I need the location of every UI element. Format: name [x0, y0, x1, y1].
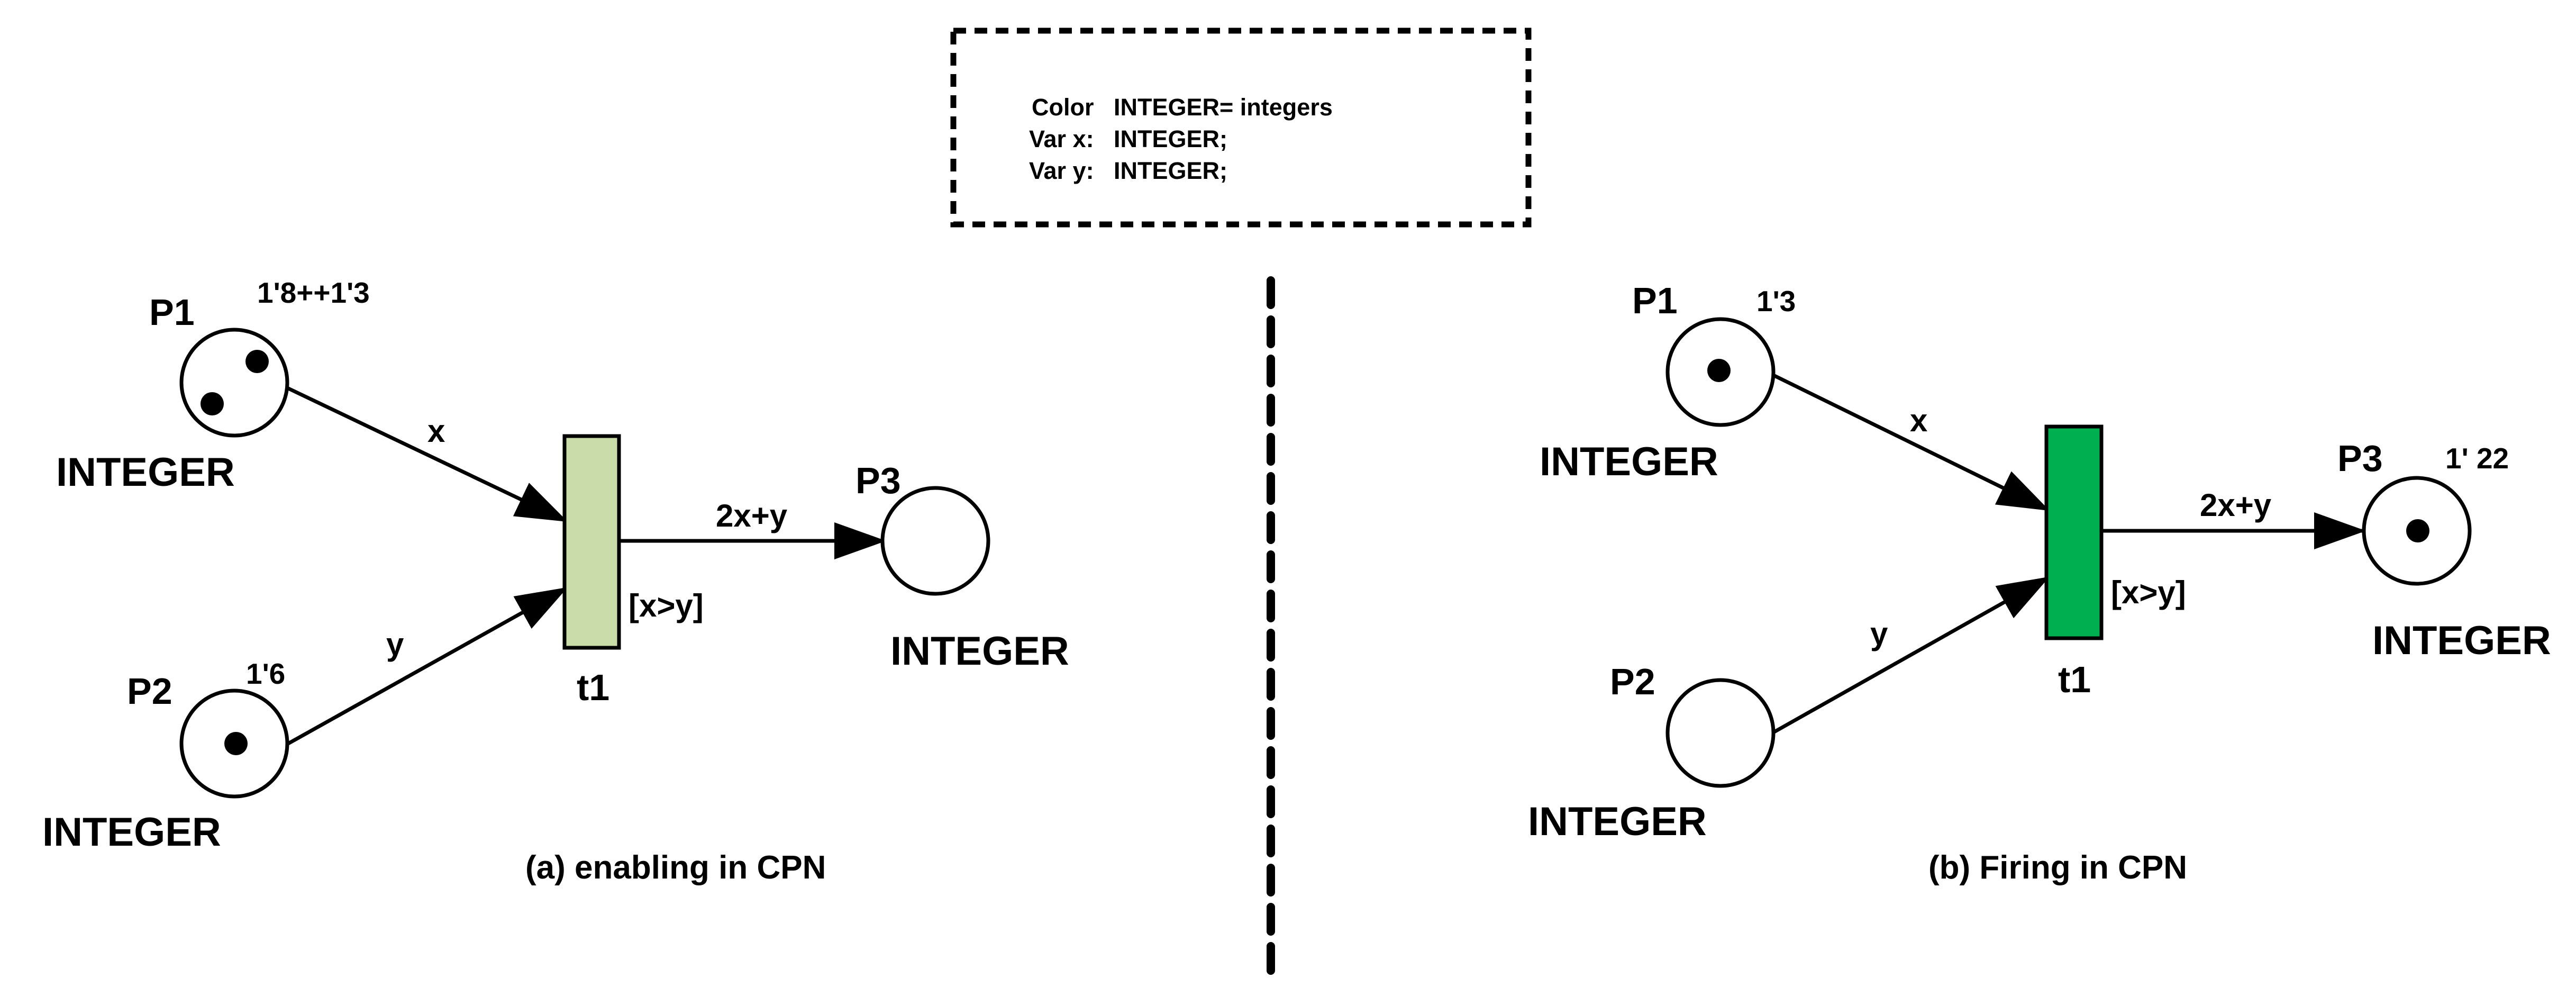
type-a-p2: INTEGER	[42, 810, 221, 855]
arc-label-a-y: y	[386, 627, 404, 662]
token-b-p1-1	[1707, 359, 1731, 382]
arc-label-b-x: x	[1910, 403, 1927, 438]
label-a-t1: t1	[577, 667, 609, 708]
guard-a-t1: [x>y]	[629, 588, 704, 623]
place-a-p3	[880, 486, 990, 596]
decl-line-3-head: Var y:	[1029, 157, 1094, 184]
marking-b-p1: 1'3	[1756, 285, 1796, 318]
label-a-p2: P2	[127, 671, 172, 712]
arc-a-p1-t1	[286, 386, 568, 522]
label-b-t1: t1	[2058, 659, 2091, 700]
type-a-p1: INTEGER	[56, 450, 235, 495]
arc-label-a-x: x	[427, 413, 445, 449]
caption-b: (b) Firing in CPN	[1928, 849, 2187, 886]
place-a-p1	[179, 328, 289, 438]
marking-a-p2: 1'6	[246, 657, 285, 690]
arc-a-p2-t1	[286, 587, 568, 746]
panel-b: P1 1'3 INTEGER P2 INTEGER P3 1' 22 INTEG…	[1528, 280, 2551, 886]
label-b-p1: P1	[1632, 280, 1678, 321]
caption-a: (a) enabling in CPN	[525, 849, 826, 886]
type-b-p1: INTEGER	[1540, 439, 1718, 484]
label-a-p1: P1	[149, 292, 195, 333]
transition-a-t1	[562, 434, 621, 650]
token-a-p1-1	[245, 350, 269, 373]
place-b-p2	[1665, 678, 1776, 788]
type-b-p3: INTEGER	[2372, 618, 2551, 663]
marking-b-p3: 1' 22	[2445, 442, 2509, 475]
type-a-p3: INTEGER	[890, 629, 1069, 674]
type-b-p2: INTEGER	[1528, 799, 1707, 844]
arc-label-b-out: 2x+y	[2200, 487, 2272, 523]
transition-b-t1	[2044, 424, 2104, 640]
label-a-p3: P3	[855, 460, 901, 501]
decl-line-1-body: INTEGER= integers	[1114, 94, 1333, 121]
token-b-p3-1	[2406, 519, 2429, 542]
arc-label-b-y: y	[1870, 616, 1888, 651]
guard-b-t1: [x>y]	[2111, 575, 2186, 610]
token-a-p2-1	[224, 732, 248, 755]
label-b-p3: P3	[2337, 438, 2383, 479]
panel-a: P1 1'8++1'3 INTEGER P2 1'6 INTEGER P3 IN…	[42, 276, 1069, 886]
arc-label-a-out: 2x+y	[716, 498, 788, 533]
decl-line-2-head: Var x:	[1029, 125, 1094, 152]
token-a-p1-2	[201, 392, 224, 415]
declarations-box: Color INTEGER= integers Var x: INTEGER; …	[950, 28, 1532, 228]
decl-line-3-body: INTEGER;	[1114, 157, 1227, 184]
arc-b-p2-t1	[1771, 576, 2050, 735]
decl-line-1-head: Color	[1032, 94, 1094, 121]
marking-a-p1: 1'8++1'3	[257, 276, 370, 309]
arc-b-p1-t1	[1771, 373, 2050, 511]
decl-line-2-body: INTEGER;	[1114, 125, 1227, 152]
label-b-p2: P2	[1610, 661, 1655, 702]
